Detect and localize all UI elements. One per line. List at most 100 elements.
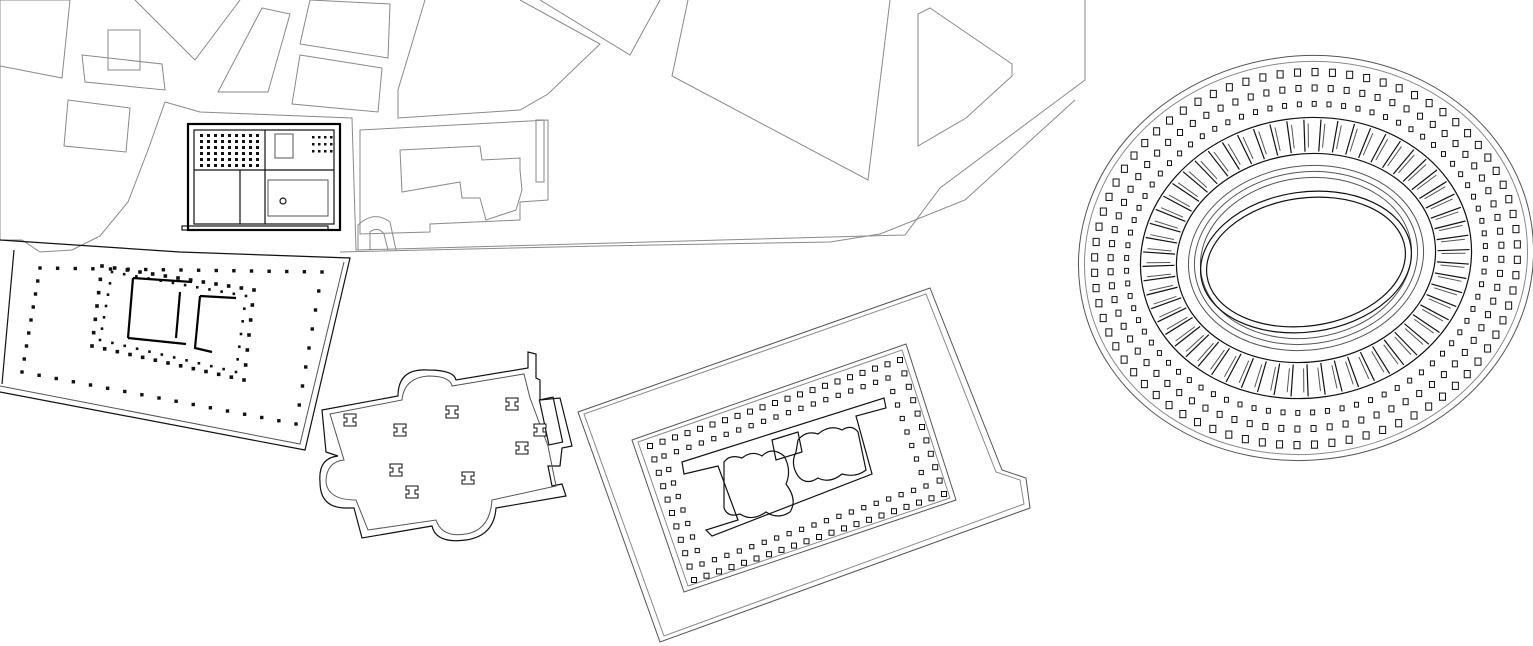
arcade-pier xyxy=(1263,89,1270,97)
courtyard-building xyxy=(399,145,523,221)
column-dot xyxy=(249,146,252,149)
column-dot xyxy=(200,146,203,149)
stylobate-edge xyxy=(1,249,15,385)
cella-wall xyxy=(126,276,193,346)
radial-wall xyxy=(1197,342,1214,362)
colonnade-column xyxy=(111,341,114,345)
arcade-pier xyxy=(1295,84,1302,92)
peristyle-column xyxy=(894,402,901,408)
arcade-pier xyxy=(1127,185,1134,193)
arcade-pier xyxy=(1130,368,1138,377)
arcade-pier xyxy=(1439,350,1445,357)
colonnade-column xyxy=(178,364,183,368)
arcade-pier xyxy=(1451,381,1459,390)
colonnade-column xyxy=(108,282,112,285)
radial-wall xyxy=(1166,316,1188,330)
radial-wall xyxy=(1416,174,1437,190)
arcade-pier xyxy=(1212,125,1218,132)
radial-wall xyxy=(1143,251,1176,255)
arcade-pier xyxy=(1134,347,1141,355)
arcade-pier xyxy=(1188,141,1194,148)
arcade-pier xyxy=(1499,180,1507,189)
column-dot xyxy=(228,140,231,143)
column-dot xyxy=(200,158,203,161)
church-pier xyxy=(389,463,403,477)
colonnade-column xyxy=(166,361,170,365)
radial-passages xyxy=(1142,119,1470,397)
colonnade-column xyxy=(243,307,246,310)
radial-wall xyxy=(1435,211,1459,221)
column-dot xyxy=(235,158,238,161)
column-dot xyxy=(235,140,238,143)
arcade-pier xyxy=(1251,405,1257,412)
colonnade-column xyxy=(140,355,145,360)
arcade-pier xyxy=(1209,89,1217,99)
arcade-pier xyxy=(1279,86,1286,94)
arcade-pier xyxy=(1464,317,1470,324)
peristyle-column xyxy=(304,365,308,369)
arcade-pier xyxy=(1490,297,1497,305)
arcade-pier xyxy=(1108,282,1115,290)
column-dot xyxy=(221,164,224,167)
church-inner-wall xyxy=(325,373,557,536)
colonnade xyxy=(20,264,324,426)
peristyle-column xyxy=(760,418,767,424)
column-dot xyxy=(256,158,259,161)
arcade-pier xyxy=(1389,99,1396,107)
arcade-pier xyxy=(1450,160,1456,167)
colonnade-column xyxy=(135,275,138,278)
peristyle-column xyxy=(923,483,929,489)
narthex-steps xyxy=(538,396,564,446)
arcade-pier xyxy=(1293,441,1301,450)
arcade-pier xyxy=(1492,330,1500,339)
peristyle-column xyxy=(923,437,930,444)
arcade-pier xyxy=(1368,397,1374,403)
column-dot xyxy=(330,143,333,146)
precinct-wall xyxy=(0,239,351,451)
arcade-pier xyxy=(1471,193,1477,200)
arcade-pier xyxy=(1416,390,1423,398)
arcade-pier xyxy=(1374,93,1381,101)
arcade-pier xyxy=(1490,200,1497,208)
colonnade-column xyxy=(209,364,213,368)
arcade-pier xyxy=(1484,344,1492,353)
column-dot xyxy=(214,140,217,143)
column-dot xyxy=(235,152,238,155)
radial-wall xyxy=(1213,151,1229,172)
peristyle-column xyxy=(736,548,742,554)
outer-ring-inner xyxy=(1083,60,1529,456)
peristyle-column xyxy=(669,510,675,516)
peristyle-column xyxy=(294,422,298,426)
street-edge-south xyxy=(339,99,1076,253)
column-dot xyxy=(324,143,327,146)
building-block xyxy=(671,0,891,181)
arcade-pier xyxy=(1296,101,1302,108)
peristyle-column xyxy=(105,386,110,390)
church-pier xyxy=(515,441,529,455)
peristyle-column xyxy=(773,414,779,420)
arcade-pier xyxy=(1143,359,1150,367)
peristyle-column xyxy=(659,438,666,445)
colonnade-column xyxy=(234,370,238,374)
arcade-pier xyxy=(1177,128,1184,136)
column-dot xyxy=(235,146,238,149)
colonnade-column xyxy=(183,283,187,287)
arcade-pier xyxy=(1127,293,1133,299)
arcade-pier xyxy=(1135,173,1142,181)
radial-wall xyxy=(1147,273,1172,278)
peristyle-column xyxy=(910,487,917,493)
arcade-pier xyxy=(1131,217,1137,223)
outer-ring xyxy=(1077,54,1533,462)
arcade-pier xyxy=(1463,370,1471,379)
colonnade-column xyxy=(195,285,199,289)
arcade-pier xyxy=(1216,410,1223,418)
arcade-pier xyxy=(1165,359,1171,366)
radial-wall xyxy=(1320,362,1326,395)
peristyle-column xyxy=(33,292,38,296)
arcade-pier xyxy=(1494,283,1501,291)
arcade-pier xyxy=(1388,405,1395,413)
radial-wall xyxy=(1394,331,1418,356)
peristyle-column xyxy=(302,270,307,274)
peristyle-column xyxy=(31,305,35,309)
arcade-pier xyxy=(1127,335,1134,343)
